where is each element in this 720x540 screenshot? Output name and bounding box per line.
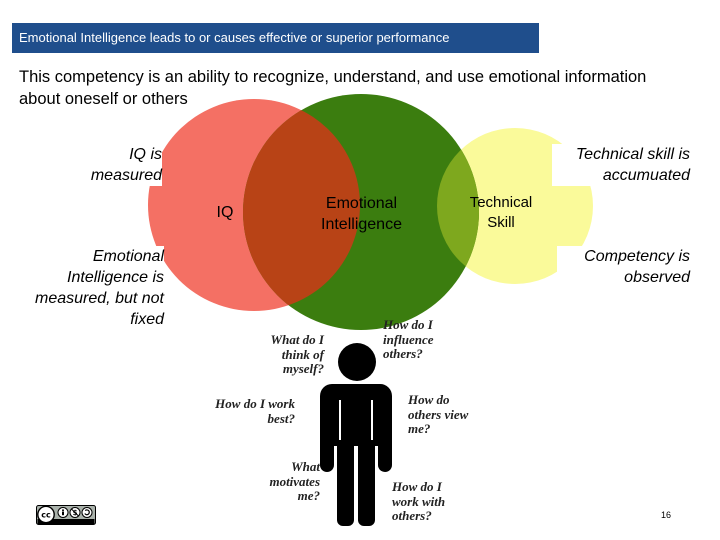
question-influence-others: How do I influence others? <box>383 317 434 361</box>
iq-ei-overlap <box>243 99 360 311</box>
technical-circle-label: Technical Skill <box>469 194 533 231</box>
technical-accumulated-label: Technical skill is accumuated <box>552 144 690 186</box>
page-number: 16 <box>661 510 672 520</box>
ei-circle-label: Emotional Intelligence <box>321 195 402 233</box>
svg-text:cc: cc <box>41 511 51 520</box>
question-motivates-me: What motivates me? <box>269 459 320 503</box>
question-work-best: How do I work best? <box>215 396 295 426</box>
iq-measured-label: IQ is measured <box>66 144 162 186</box>
creative-commons-license-icon: cc $ <box>36 505 96 525</box>
slide-title: Emotional Intelligence leads to or cause… <box>12 23 539 53</box>
iq-circle-label: IQ <box>216 204 234 221</box>
ei-measured-label: Emotional Intelligence is measured, but … <box>34 246 164 330</box>
competency-observed-label: Competency is observed <box>557 246 690 288</box>
question-work-with-others: How do I work with others? <box>392 479 446 523</box>
person-silhouette <box>320 343 392 526</box>
question-others-view-me: How do others view me? <box>408 392 469 436</box>
slide-subtitle: This competency is an ability to recogni… <box>19 68 647 108</box>
question-think-of-myself: What do I think of myself? <box>270 332 324 376</box>
